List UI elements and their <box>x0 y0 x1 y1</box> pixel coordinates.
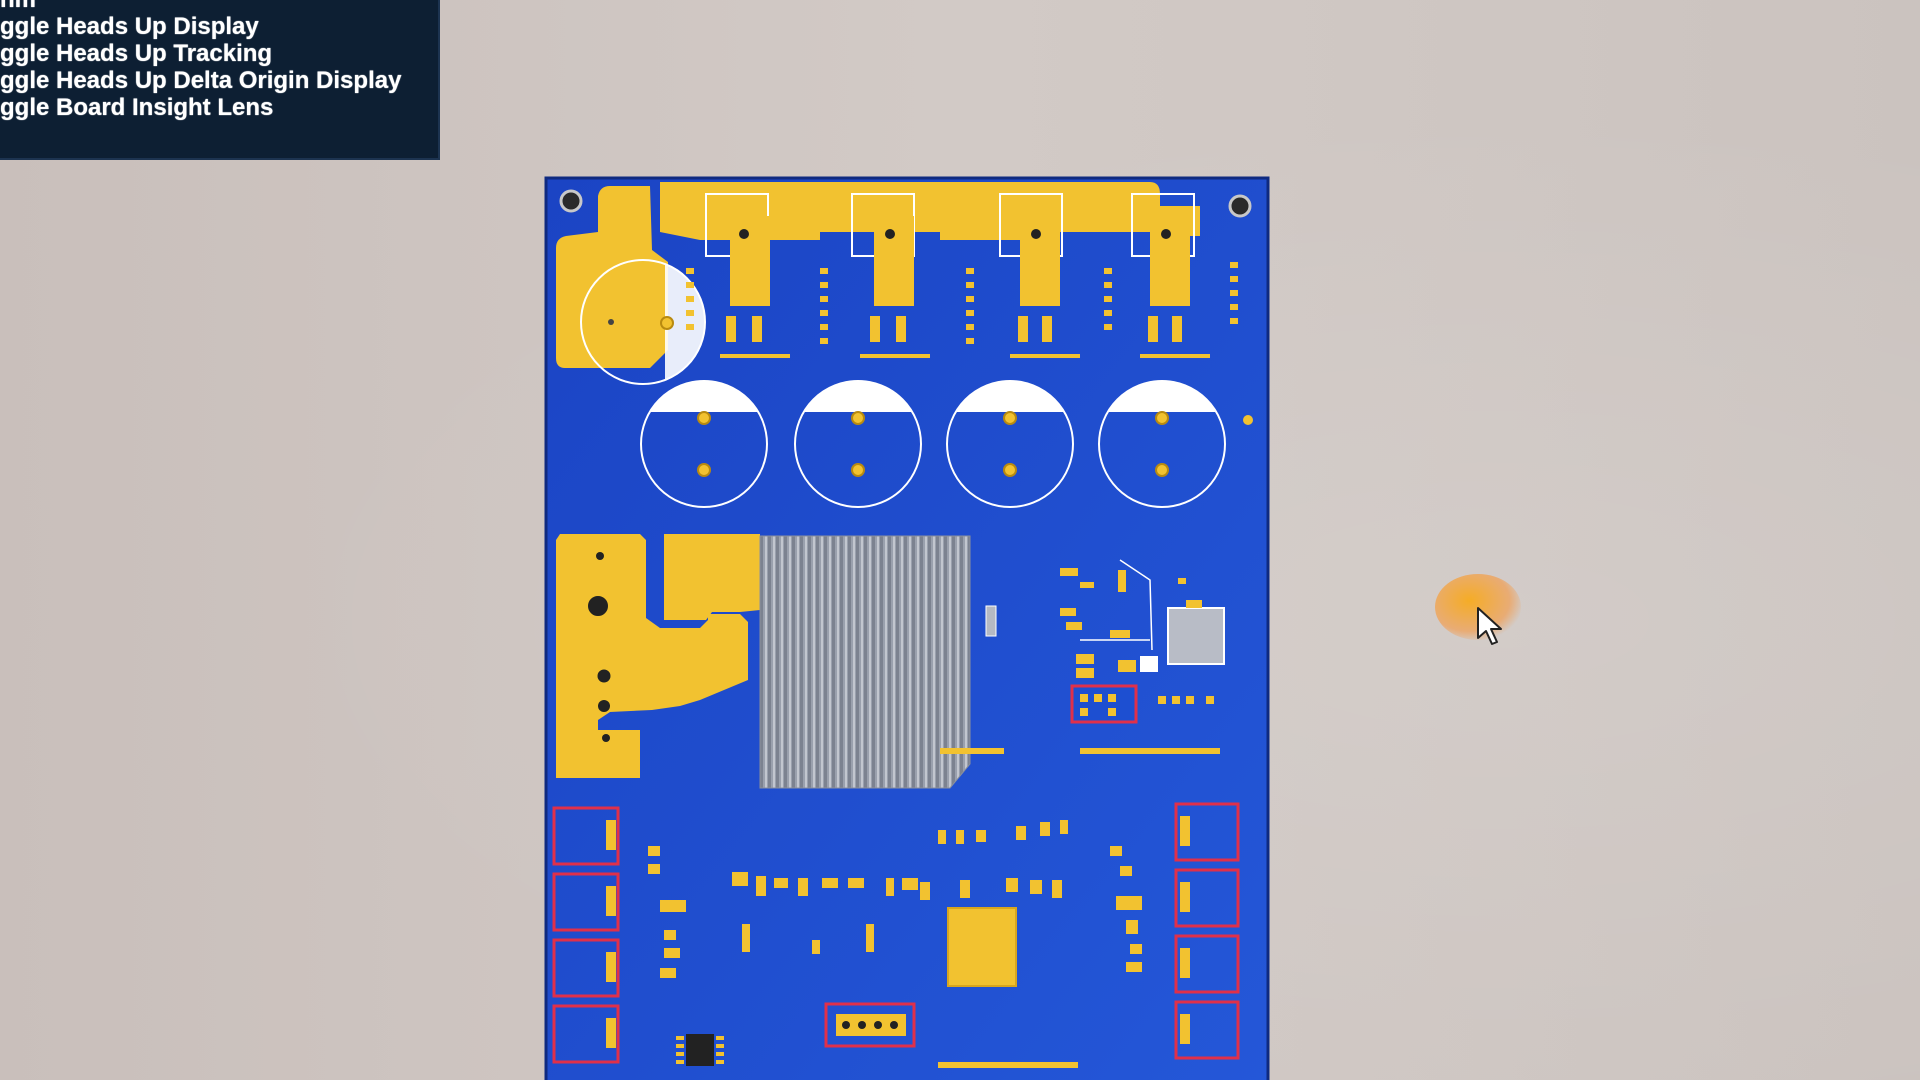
connector-block-right <box>1174 802 1240 1060</box>
menu-item-toggle-delta-origin-display[interactable]: ggle Heads Up Delta Origin Display <box>0 67 402 94</box>
menu-item-toggle-heads-up-display[interactable]: ggle Heads Up Display <box>0 13 259 40</box>
transistor-q1 <box>705 193 770 342</box>
mounting-hole-left <box>559 189 583 213</box>
selected-header-j1 <box>824 1002 916 1048</box>
heads-up-menu: nm ggle Heads Up Display ggle Heads Up T… <box>0 0 440 160</box>
mouse-cursor <box>1430 570 1530 660</box>
capacitor-c2 <box>794 380 922 508</box>
menu-item-units[interactable]: nm <box>0 0 438 13</box>
heatsink <box>759 535 971 789</box>
transistor-q2 <box>851 193 915 342</box>
capacitor-c4 <box>1098 380 1226 508</box>
smd-cluster-right <box>940 568 1225 754</box>
copper-pour-top <box>660 182 1200 240</box>
copper-pour-top-left <box>556 186 668 368</box>
selected-ic-u1 <box>1070 684 1138 724</box>
ic-u2 <box>686 1034 714 1066</box>
transistor-q3 <box>999 193 1063 342</box>
mouse-pointer-icon <box>1477 607 1502 645</box>
mcu-chip <box>947 907 1017 987</box>
copper-pour-mid-center <box>664 534 760 620</box>
transistor-q4 <box>1131 193 1195 342</box>
menu-item-toggle-board-insight-lens[interactable]: ggle Board Insight Lens <box>0 94 274 121</box>
resistor-array-top <box>686 262 1238 358</box>
capacitor-c3 <box>946 380 1074 508</box>
menu-item-toggle-heads-up-tracking[interactable]: ggle Heads Up Tracking <box>0 40 273 67</box>
mounting-hole-right <box>1228 194 1252 218</box>
connector-block-left <box>552 806 620 1064</box>
capacitor-c1 <box>640 380 768 508</box>
passive-components-bottom <box>648 820 1142 1068</box>
